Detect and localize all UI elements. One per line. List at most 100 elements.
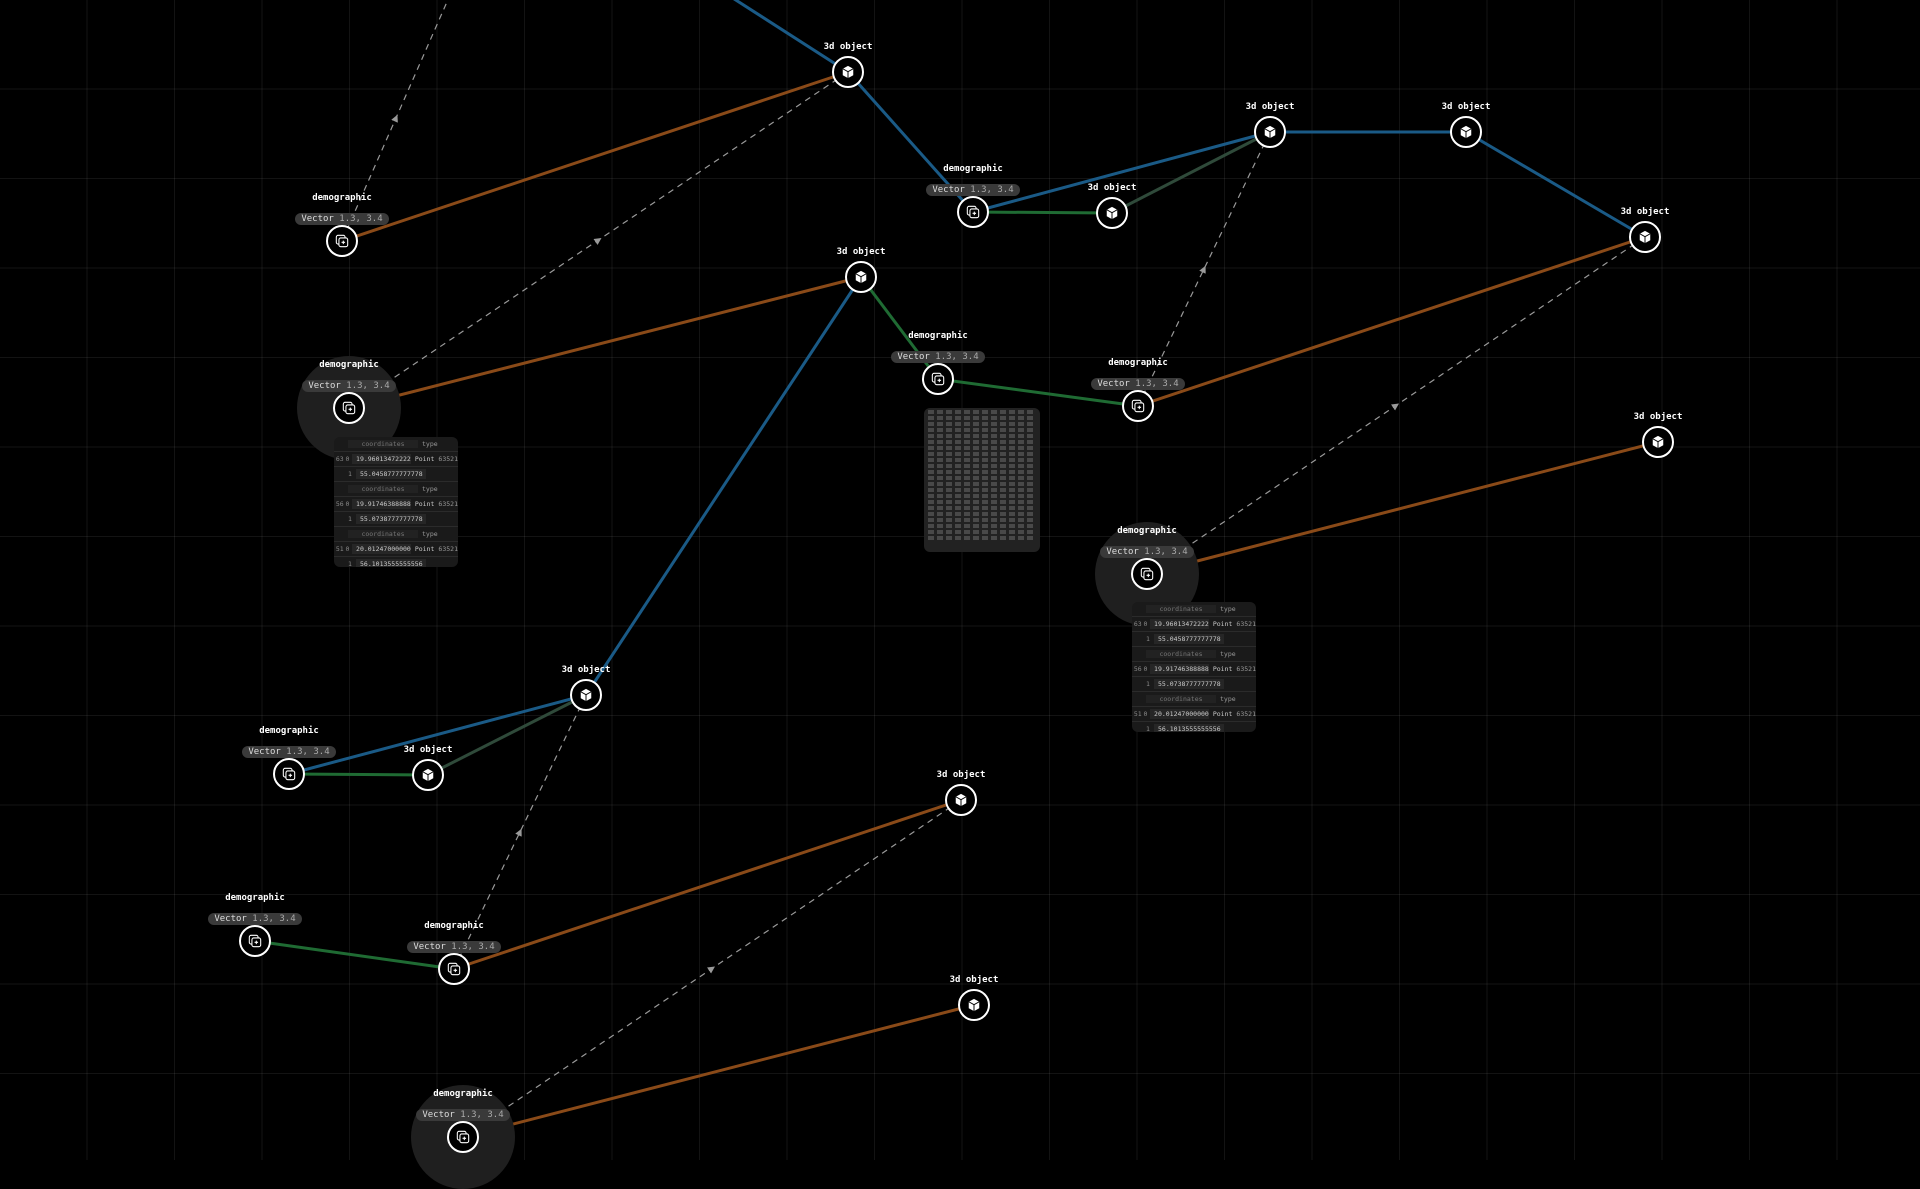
cube-icon[interactable]: [945, 784, 977, 816]
demographic-icon[interactable]: [1131, 558, 1163, 590]
preview-line: [928, 506, 1036, 510]
preview-line: [928, 434, 1036, 438]
preview-line: [928, 440, 1036, 444]
coordinates-table-panel[interactable]: coordinatestype63019.9601347222224Point6…: [1132, 602, 1256, 732]
vector-badge: Vector 1.3, 3.4: [289, 373, 409, 392]
node-title: demographic: [319, 360, 379, 370]
edge-blue[interactable]: [288, 693, 587, 776]
preview-line: [928, 536, 1036, 540]
edge-green[interactable]: [937, 377, 1139, 408]
vector-badge: Vector 1.3, 3.4: [913, 177, 1033, 196]
dependency-edge[interactable]: [341, 0, 450, 242]
edge-layer: [254, 0, 1659, 1139]
preview-line: [928, 446, 1036, 450]
preview-line: [928, 488, 1036, 492]
cube-icon[interactable]: [1629, 221, 1661, 253]
dependency-edge[interactable]: [1146, 236, 1646, 575]
demographic-icon[interactable]: [1122, 390, 1154, 422]
data-preview-panel[interactable]: [924, 408, 1040, 552]
edge-orange[interactable]: [348, 275, 862, 410]
edge-blue[interactable]: [1465, 130, 1646, 239]
demographic-icon[interactable]: [326, 225, 358, 257]
node-title: 3d object: [1633, 412, 1683, 422]
demographic-icon[interactable]: [333, 392, 365, 424]
node-title: 3d object: [403, 745, 453, 755]
cube-icon[interactable]: [832, 56, 864, 88]
edge-grey[interactable]: [1111, 130, 1271, 215]
demographic-icon[interactable]: [273, 758, 305, 790]
node-title: demographic: [1117, 526, 1177, 536]
vector-badge: Vector 1.3, 3.4: [195, 906, 315, 925]
dependency-edge[interactable]: [462, 799, 962, 1138]
node-title: demographic: [1108, 358, 1168, 368]
preview-line: [928, 416, 1036, 420]
vector-badge: Vector 1.3, 3.4: [403, 1102, 523, 1121]
edge-green[interactable]: [859, 276, 940, 380]
preview-line: [928, 500, 1036, 504]
node-title: demographic: [424, 921, 484, 931]
preview-line: [928, 524, 1036, 528]
node-title: demographic: [225, 893, 285, 903]
demographic-icon[interactable]: [957, 196, 989, 228]
preview-line: [928, 470, 1036, 474]
edge-blue[interactable]: [972, 130, 1271, 214]
edge-green[interactable]: [972, 210, 1113, 215]
edge-orange[interactable]: [1137, 235, 1646, 408]
vector-badge: Vector 1.3, 3.4: [1087, 539, 1207, 558]
preview-line: [928, 494, 1036, 498]
edge-green[interactable]: [254, 939, 455, 971]
vector-badge: Vector 1.3, 3.4: [229, 739, 349, 758]
preview-line: [928, 530, 1036, 534]
edge-orange[interactable]: [453, 798, 962, 971]
edge-grey[interactable]: [427, 693, 587, 777]
preview-line: [928, 452, 1036, 456]
dependency-edge[interactable]: [453, 694, 587, 970]
demographic-icon[interactable]: [239, 925, 271, 957]
edge-green[interactable]: [288, 772, 429, 777]
node-title: demographic: [943, 164, 1003, 174]
preview-line: [928, 464, 1036, 468]
node-title: 3d object: [561, 665, 611, 675]
node-title: 3d object: [949, 975, 999, 985]
dependency-edge[interactable]: [1137, 131, 1271, 407]
cube-icon[interactable]: [845, 261, 877, 293]
cube-icon[interactable]: [1254, 116, 1286, 148]
node-title: demographic: [312, 193, 372, 203]
node-title: 3d object: [836, 247, 886, 257]
cube-icon[interactable]: [958, 989, 990, 1021]
node-title: demographic: [908, 331, 968, 341]
node-title: 3d object: [1245, 102, 1295, 112]
node-title: demographic: [259, 726, 319, 736]
edge-orange[interactable]: [1146, 440, 1659, 576]
cube-icon[interactable]: [412, 759, 444, 791]
edge-blue[interactable]: [584, 276, 863, 696]
vector-badge: Vector 1.3, 3.4: [282, 206, 402, 225]
dependency-edge[interactable]: [348, 71, 849, 409]
node-title: 3d object: [1441, 102, 1491, 112]
edge-blue[interactable]: [728, 0, 849, 74]
preview-line: [928, 476, 1036, 480]
cube-icon[interactable]: [1096, 197, 1128, 229]
demographic-icon[interactable]: [447, 1121, 479, 1153]
edge-orange[interactable]: [341, 70, 849, 243]
cube-icon[interactable]: [1450, 116, 1482, 148]
edge-orange[interactable]: [462, 1003, 975, 1139]
cube-icon[interactable]: [1642, 426, 1674, 458]
demographic-icon[interactable]: [438, 953, 470, 985]
demographic-icon[interactable]: [922, 363, 954, 395]
cube-icon[interactable]: [570, 679, 602, 711]
